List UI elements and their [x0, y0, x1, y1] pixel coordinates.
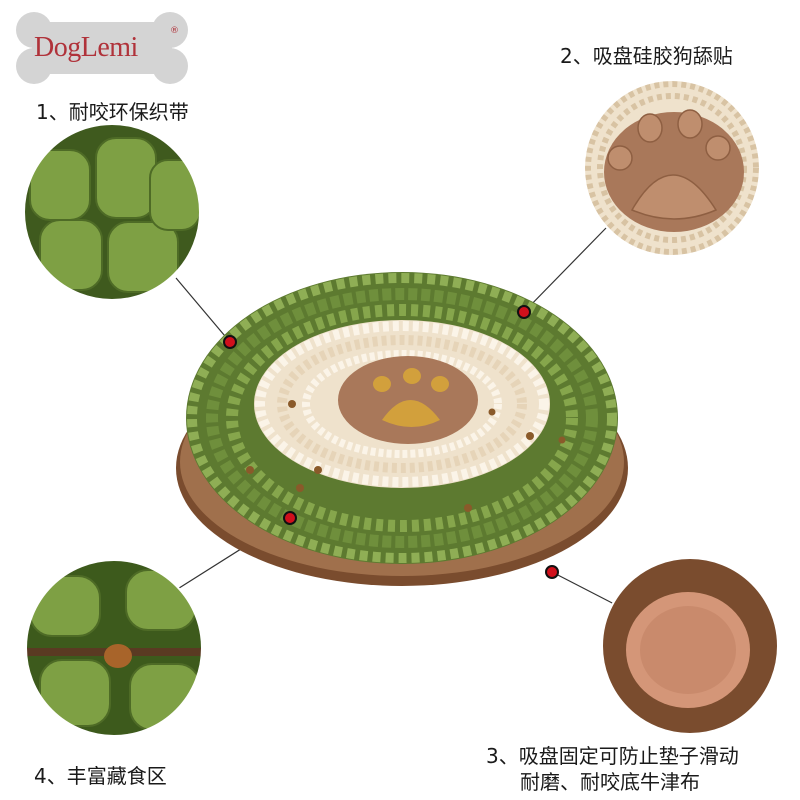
- leader-line-1: [175, 277, 231, 343]
- brand-logo: DogLemi ®: [12, 8, 192, 88]
- feature-label-lick-pad: 2、吸盘硅胶狗舔贴: [560, 44, 733, 68]
- logo-text: DogLemi: [34, 32, 138, 63]
- detail-food-area: [26, 560, 202, 736]
- green-loops: [187, 273, 617, 563]
- kibble: [246, 400, 566, 512]
- detail-suction-cup: [602, 558, 778, 734]
- cream-loops: [255, 321, 549, 487]
- bone-logo-icon: [16, 12, 188, 84]
- feature-label-food-area: 4、丰富藏食区: [34, 764, 167, 788]
- marker-dot-icon: [223, 305, 559, 579]
- registered-mark: ®: [170, 26, 179, 36]
- feature-label-suction-line2: 耐磨、耐咬底牛津布: [520, 770, 700, 794]
- paw-print-icon: [373, 368, 449, 427]
- feature-label-woven-strap: 1、耐咬环保织带: [36, 100, 189, 124]
- detail-lick-pad: [584, 80, 760, 256]
- detail-woven-strap: [24, 124, 200, 300]
- leader-line-2: [523, 227, 607, 313]
- snuffle-mat: [176, 272, 628, 586]
- leader-line-3: [551, 571, 619, 607]
- feature-label-suction-line1: 3、吸盘固定可防止垫子滑动: [486, 744, 739, 768]
